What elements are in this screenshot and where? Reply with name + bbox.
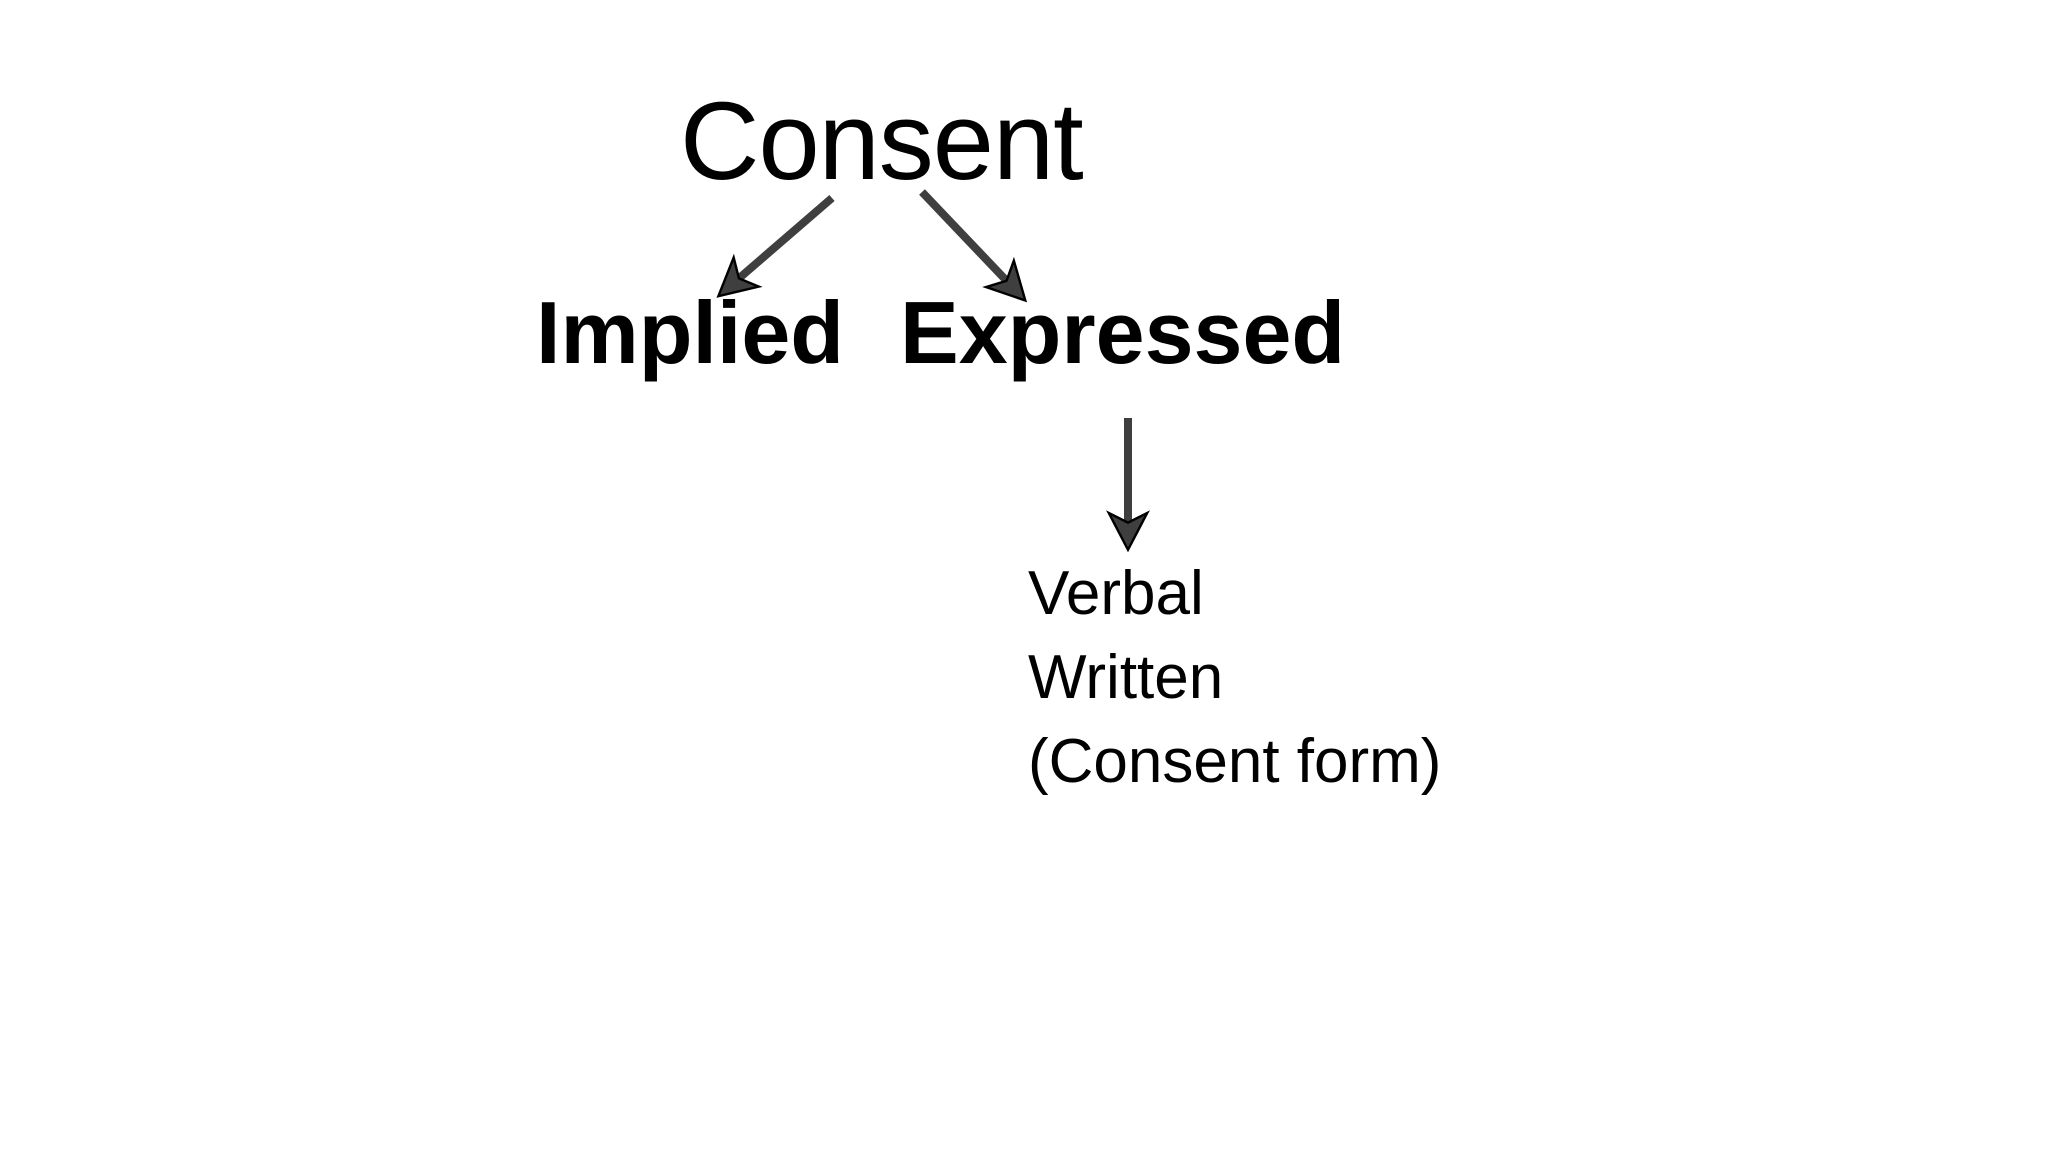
arrow-down-left-icon — [716, 194, 835, 298]
node-expressed: Expressed — [900, 283, 1346, 382]
detail-line-written: Written — [1028, 643, 1224, 712]
node-consent: Consent — [680, 80, 1084, 203]
node-implied: Implied — [536, 283, 845, 382]
detail-line-consent-form: (Consent form) — [1028, 727, 1442, 796]
expressed-details: Verbal Written (Consent form) — [1028, 552, 1441, 804]
detail-line-verbal: Verbal — [1028, 559, 1204, 628]
